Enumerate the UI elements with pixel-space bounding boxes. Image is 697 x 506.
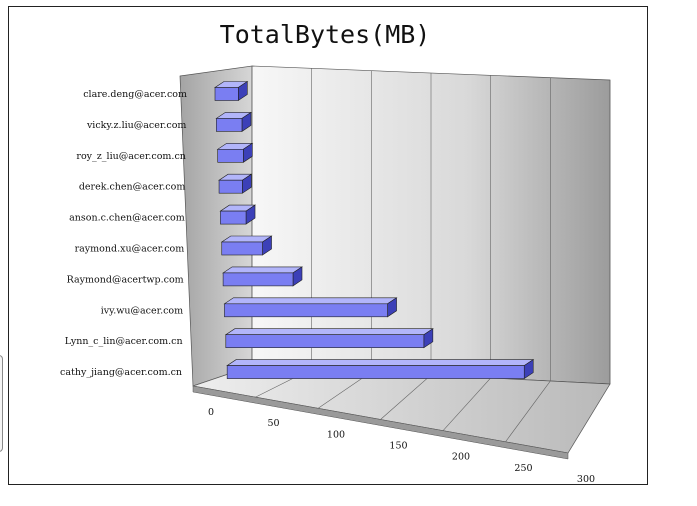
x-tick-label: 150 — [389, 441, 407, 452]
bar — [219, 204, 257, 225]
category-label: raymond.xu@acer.com — [75, 244, 185, 255]
x-tick-label: 300 — [577, 474, 595, 485]
bar — [223, 297, 398, 318]
bar — [215, 111, 252, 132]
x-tick-label: 0 — [208, 407, 214, 418]
category-label: derek.chen@acer.com — [79, 182, 186, 193]
category-label: clare.deng@acer.com — [83, 89, 187, 100]
x-tick-label: 200 — [452, 452, 470, 463]
bar — [220, 235, 273, 256]
category-label: vicky.z.liu@acer.com — [86, 120, 187, 131]
bars — [214, 80, 535, 380]
category-label: roy_z_liu@acer.com.cn — [76, 151, 185, 162]
category-label: Raymond@acertwp.com — [67, 274, 184, 285]
x-tick-labels: 0 50 100 150 200 250 300 — [208, 407, 595, 485]
x-tick-label: 50 — [267, 418, 279, 429]
x-tick-label: 100 — [327, 429, 345, 440]
bar — [222, 266, 303, 287]
chart-title: TotalBytes(MB) — [220, 20, 431, 49]
gridlines — [192, 66, 611, 454]
category-label: cathy_jiang@acer.com.cn — [60, 367, 182, 378]
bar — [214, 80, 249, 102]
gridline — [567, 80, 611, 454]
category-label: ivy.wu@acer.com — [101, 305, 183, 316]
bar — [224, 328, 434, 349]
category-labels: clare.deng@acer.com vicky.z.liu@acer.com r… — [60, 89, 187, 378]
bar — [216, 142, 254, 163]
category-label: Lynn_c_lin@acer.com.cn — [65, 336, 183, 347]
bar — [226, 359, 535, 380]
x-tick-label: 250 — [514, 463, 532, 474]
gridline — [505, 77, 551, 443]
category-label: anson.c.chen@acer.com — [69, 213, 185, 224]
bar — [218, 173, 253, 194]
